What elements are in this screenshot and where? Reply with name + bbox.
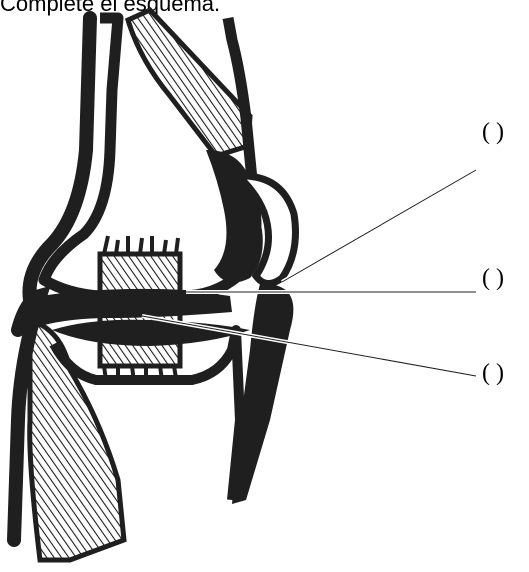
pointer-line-3 [142,316,476,376]
ligament-fibers-top [104,236,178,254]
answer-blank-1[interactable]: ( ) [482,119,504,146]
cruciate-ligaments [100,254,180,366]
answer-blank-2[interactable]: ( ) [482,265,504,292]
meniscus [52,320,250,346]
answer-blank-3[interactable]: ( ) [482,360,504,387]
pointer-line-1 [282,170,476,282]
